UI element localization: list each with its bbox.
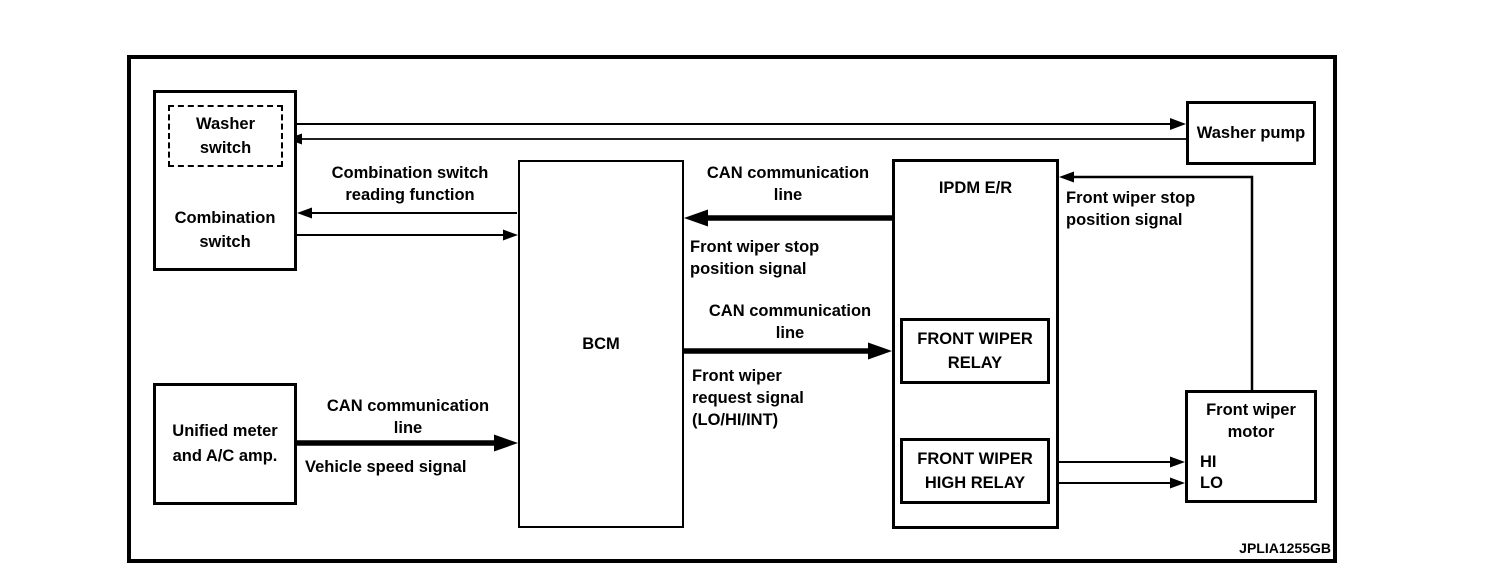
diagram-border (127, 55, 1337, 563)
combination-switch-label: Combination switch (174, 209, 276, 251)
front-wiper-request-signal-label: Front wiper request signal (LO/HI/INT) (692, 367, 804, 429)
can-line-ipdm-to-bcm-label: CAN communication line (706, 164, 870, 204)
unified-meter-ac-amp-box: Unified meter and A/C amp. (153, 383, 297, 505)
unified-meter-ac-amp-label: Unified meter and A/C amp. (172, 422, 278, 465)
front-wiper-stop-signal-bcm-label: Front wiper stop position signal (690, 238, 820, 278)
front-wiper-motor-box: Front wiper motor HI LO (1185, 390, 1317, 503)
bcm-label: BCM (582, 335, 620, 353)
front-wiper-high-relay-box: FRONT WIPER HIGH RELAY (900, 438, 1050, 504)
can-line-bcm-to-ipdm-label: CAN communication line (708, 302, 872, 342)
ipdm-er-label: IPDM E/R (938, 179, 1013, 197)
washer-pump-box: Washer pump (1186, 101, 1316, 165)
motor-port-lo: LO (1200, 474, 1223, 492)
front-wiper-stop-signal-ipdm-label: Front wiper stop position signal (1066, 189, 1196, 229)
bcm-box: BCM (518, 160, 684, 528)
motor-port-hi: HI (1200, 453, 1217, 471)
vehicle-speed-signal-label: Vehicle speed signal (305, 458, 467, 476)
figure-code: JPLIA1255GB (1239, 540, 1331, 556)
front-wiper-relay-label: FRONT WIPER RELAY (917, 330, 1033, 372)
combination-switch-reading-label: Combination switch reading function (331, 164, 489, 204)
front-wiper-motor-label: Front wiper motor (1206, 401, 1296, 441)
front-wiper-relay-box: FRONT WIPER RELAY (900, 318, 1050, 384)
washer-switch-label: Washer switch (196, 115, 255, 157)
front-wiper-high-relay-label: FRONT WIPER HIGH RELAY (917, 450, 1033, 492)
can-line-meter-label: CAN communication line (326, 397, 490, 437)
washer-pump-label: Washer pump (1196, 124, 1306, 142)
washer-switch-box: Washer switch (168, 105, 283, 167)
